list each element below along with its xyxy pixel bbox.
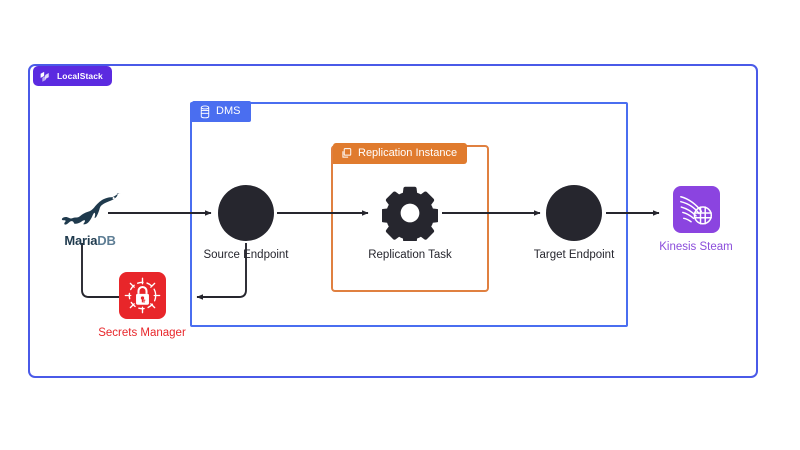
dms-badge: DMS [192, 101, 252, 122]
mariadb-seal-icon [61, 193, 121, 225]
node-secrets-manager: Secrets Manager [87, 272, 197, 340]
localstack-badge: LocalStack [33, 66, 112, 86]
replication-instance-badge-label: Replication Instance [358, 147, 458, 159]
node-source-endpoint-label: Source Endpoint [203, 249, 289, 261]
copy-icon [342, 148, 352, 158]
secrets-manager-lock-icon [118, 272, 166, 319]
filled-circle-icon [218, 185, 274, 241]
dms-badge-label: DMS [216, 105, 241, 117]
node-replication-task: Replication Task [354, 185, 466, 262]
mariadb-wordmark-maria: Maria [64, 233, 98, 248]
filled-circle-icon [546, 185, 602, 241]
node-secrets-manager-label: Secrets Manager [98, 327, 186, 339]
edge-mariadb-to-secrets [81, 243, 132, 300]
mariadb-wordmark-db: DB [97, 233, 116, 248]
localstack-container [28, 64, 758, 378]
node-kinesis-stream: Kinesis Steam [650, 186, 742, 254]
localstack-badge-label: LocalStack [57, 70, 103, 81]
gear-icon [382, 186, 438, 241]
node-source-endpoint: Source Endpoint [190, 185, 302, 262]
database-icon [200, 104, 210, 118]
edge-source-to-secrets [196, 243, 247, 300]
mariadb-wordmark: MariaDB [64, 233, 116, 248]
localstack-logo-icon [40, 71, 49, 82]
kinesis-stream-icon [672, 186, 720, 233]
node-target-endpoint: Target Endpoint [518, 185, 630, 262]
node-target-endpoint-label: Target Endpoint [533, 249, 615, 261]
node-mariadb: MariaDB [44, 190, 136, 248]
replication-instance-badge: Replication Instance [333, 143, 468, 164]
node-replication-task-label: Replication Task [368, 249, 452, 261]
node-kinesis-stream-label: Kinesis Steam [659, 241, 733, 253]
dms-container [190, 102, 628, 327]
